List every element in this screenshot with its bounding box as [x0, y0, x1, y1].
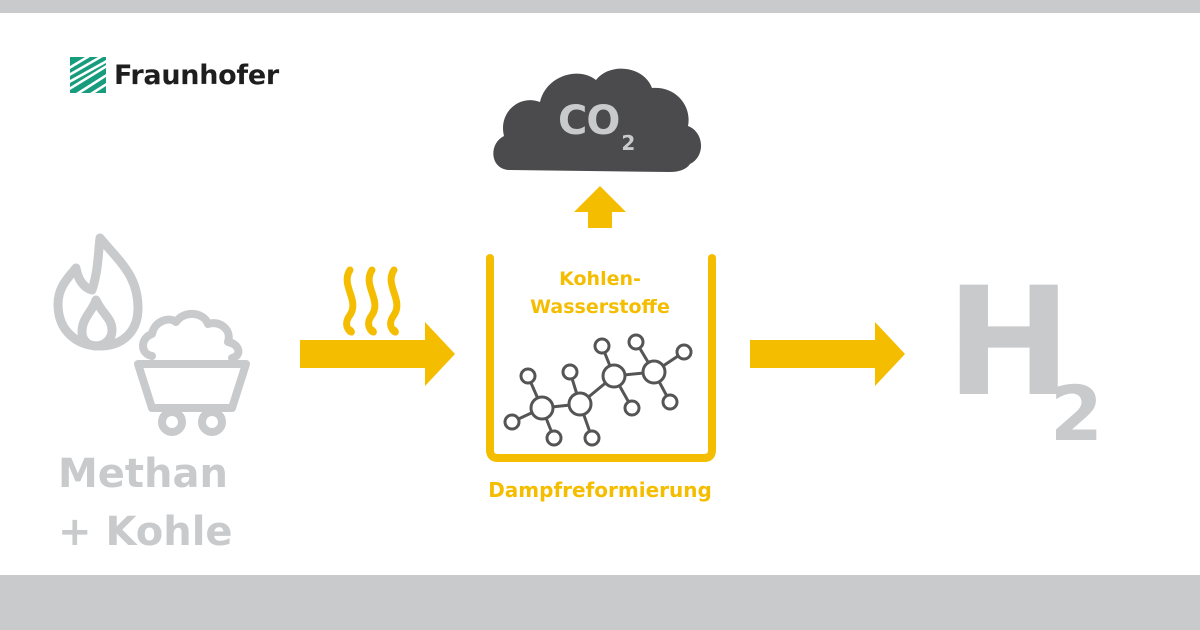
top-band	[0, 0, 1200, 13]
h2-formula: H 2	[946, 268, 1126, 468]
input-label: Methan + Kohle	[58, 445, 318, 561]
co2-text: CO	[558, 98, 620, 144]
output-arrow-icon	[750, 322, 905, 386]
input-label-line2: + Kohle	[58, 509, 233, 555]
h2-text: H	[946, 256, 1072, 430]
molecule-icon	[503, 333, 693, 447]
logo-wordmark: Fraunhofer	[114, 59, 279, 91]
fraunhofer-logo: Fraunhofer	[70, 55, 279, 95]
vessel-outline	[486, 254, 716, 462]
h2-subscript: 2	[1050, 369, 1103, 458]
process-label: Dampfreformierung	[488, 478, 712, 502]
vessel-label: Kohlen- Wasserstoffe	[490, 265, 710, 321]
coal-cart-icon	[134, 310, 250, 436]
co2-subscript: 2	[621, 131, 635, 155]
heat-waves-icon	[343, 266, 401, 336]
input-label-line1: Methan	[58, 451, 228, 497]
arrow-up-icon	[574, 186, 626, 228]
bottom-band	[0, 575, 1200, 630]
fraunhofer-logo-icon	[70, 57, 106, 93]
cloud-icon	[493, 68, 702, 172]
input-arrow-icon	[300, 322, 455, 386]
vessel-label-line2: Wasserstoffe	[530, 296, 670, 318]
flame-icon	[53, 233, 143, 351]
vessel-label-line1: Kohlen-	[559, 268, 641, 290]
